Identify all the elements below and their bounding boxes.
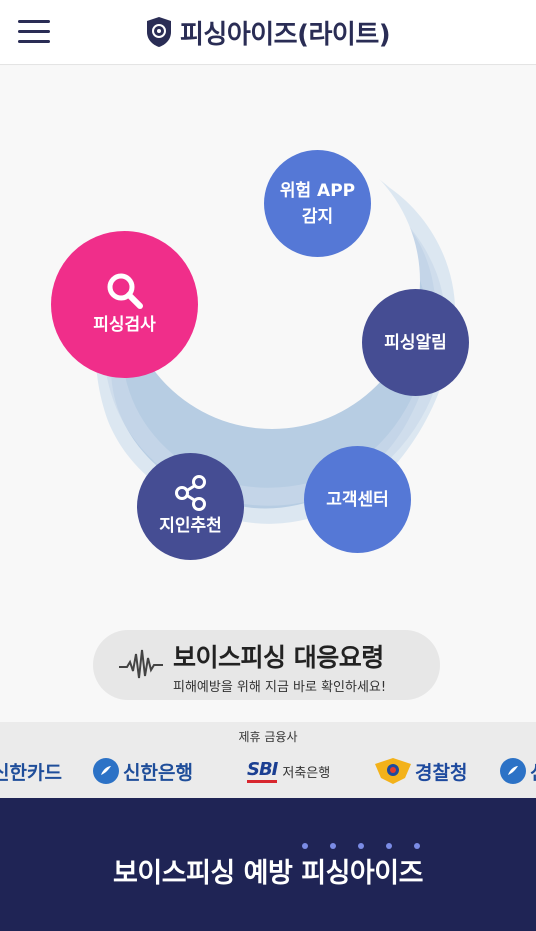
footer-title: 보이스피싱 예방 피싱아이즈: [113, 858, 423, 889]
carousel-dot[interactable]: [386, 843, 392, 849]
search-icon: [107, 273, 143, 309]
hamburger-menu-icon[interactable]: [18, 20, 50, 44]
phishing-alert-label: 피싱알림: [384, 332, 447, 353]
carousel-dot[interactable]: [358, 843, 364, 849]
share-icon: [174, 474, 206, 511]
partner-banner: 제휴 금융사 신한카드 신한은행 SBI 저축은행 경찰청 신: [0, 722, 536, 798]
main-menu-area: 피싱검사 위험 APP 감지 피싱알림 고객센터 지인추천 보이스피싱 대응요령…: [0, 66, 536, 722]
carousel-dot[interactable]: [330, 843, 336, 849]
brand: 피싱아이즈(라이트): [146, 14, 391, 50]
shinhan-partial-text: 신: [530, 758, 536, 785]
customer-center-label: 고객센터: [326, 489, 389, 510]
shield-logo-icon: [147, 17, 171, 47]
phishing-alert-button[interactable]: 피싱알림: [362, 289, 469, 396]
partners-title: 제휴 금융사: [238, 730, 298, 744]
voice-guide-title: 보이스피싱 대응요령: [173, 643, 384, 672]
risk-app-label-line2: 감지: [301, 206, 334, 227]
carousel-dot[interactable]: [414, 843, 420, 849]
carousel-dot[interactable]: [302, 843, 308, 849]
footer-banner: 보이스피싱 예방 피싱아이즈: [0, 798, 536, 931]
recommend-friend-button[interactable]: 지인추천: [137, 453, 244, 560]
shinhan-card-text: 신한카드: [0, 761, 62, 784]
partner-logo-shinhan-partial[interactable]: 신: [500, 756, 536, 786]
partner-logo-police[interactable]: 경찰청: [373, 756, 467, 786]
app-title: 피싱아이즈(라이트): [180, 19, 391, 50]
police-emblem-icon: [375, 758, 411, 784]
risk-app-label-line1: 위험 APP: [279, 180, 356, 201]
risk-app-detect-button[interactable]: 위험 APP 감지: [264, 150, 371, 257]
sbi-text: SBI: [247, 759, 278, 783]
shinhan-logo-icon: [93, 758, 119, 784]
app-header: 피싱아이즈(라이트): [0, 0, 536, 65]
phishing-scan-label: 피싱검사: [93, 314, 156, 335]
shinhan-bank-text: 신한은행: [123, 761, 193, 784]
recommend-friend-label: 지인추천: [159, 515, 222, 536]
phishing-scan-button[interactable]: 피싱검사: [51, 231, 198, 378]
sbi-savings-text: 저축은행: [282, 765, 331, 781]
voice-phishing-guide-banner[interactable]: 보이스피싱 대응요령 피해예방을 위해 지금 바로 확인하세요!: [93, 630, 440, 700]
shinhan-logo-icon-2: [500, 758, 526, 784]
waveform-icon: [119, 649, 163, 679]
carousel-dots[interactable]: [302, 843, 442, 849]
police-text: 경찰청: [415, 761, 468, 784]
partner-logo-sbi[interactable]: SBI 저축은행: [247, 756, 330, 786]
partner-logo-shinhan-bank[interactable]: 신한은행: [93, 756, 193, 786]
partner-logo-shinhan-card[interactable]: 신한카드: [0, 756, 62, 786]
customer-center-button[interactable]: 고객센터: [304, 446, 411, 553]
voice-guide-subtitle: 피해예방을 위해 지금 바로 확인하세요!: [173, 680, 387, 695]
